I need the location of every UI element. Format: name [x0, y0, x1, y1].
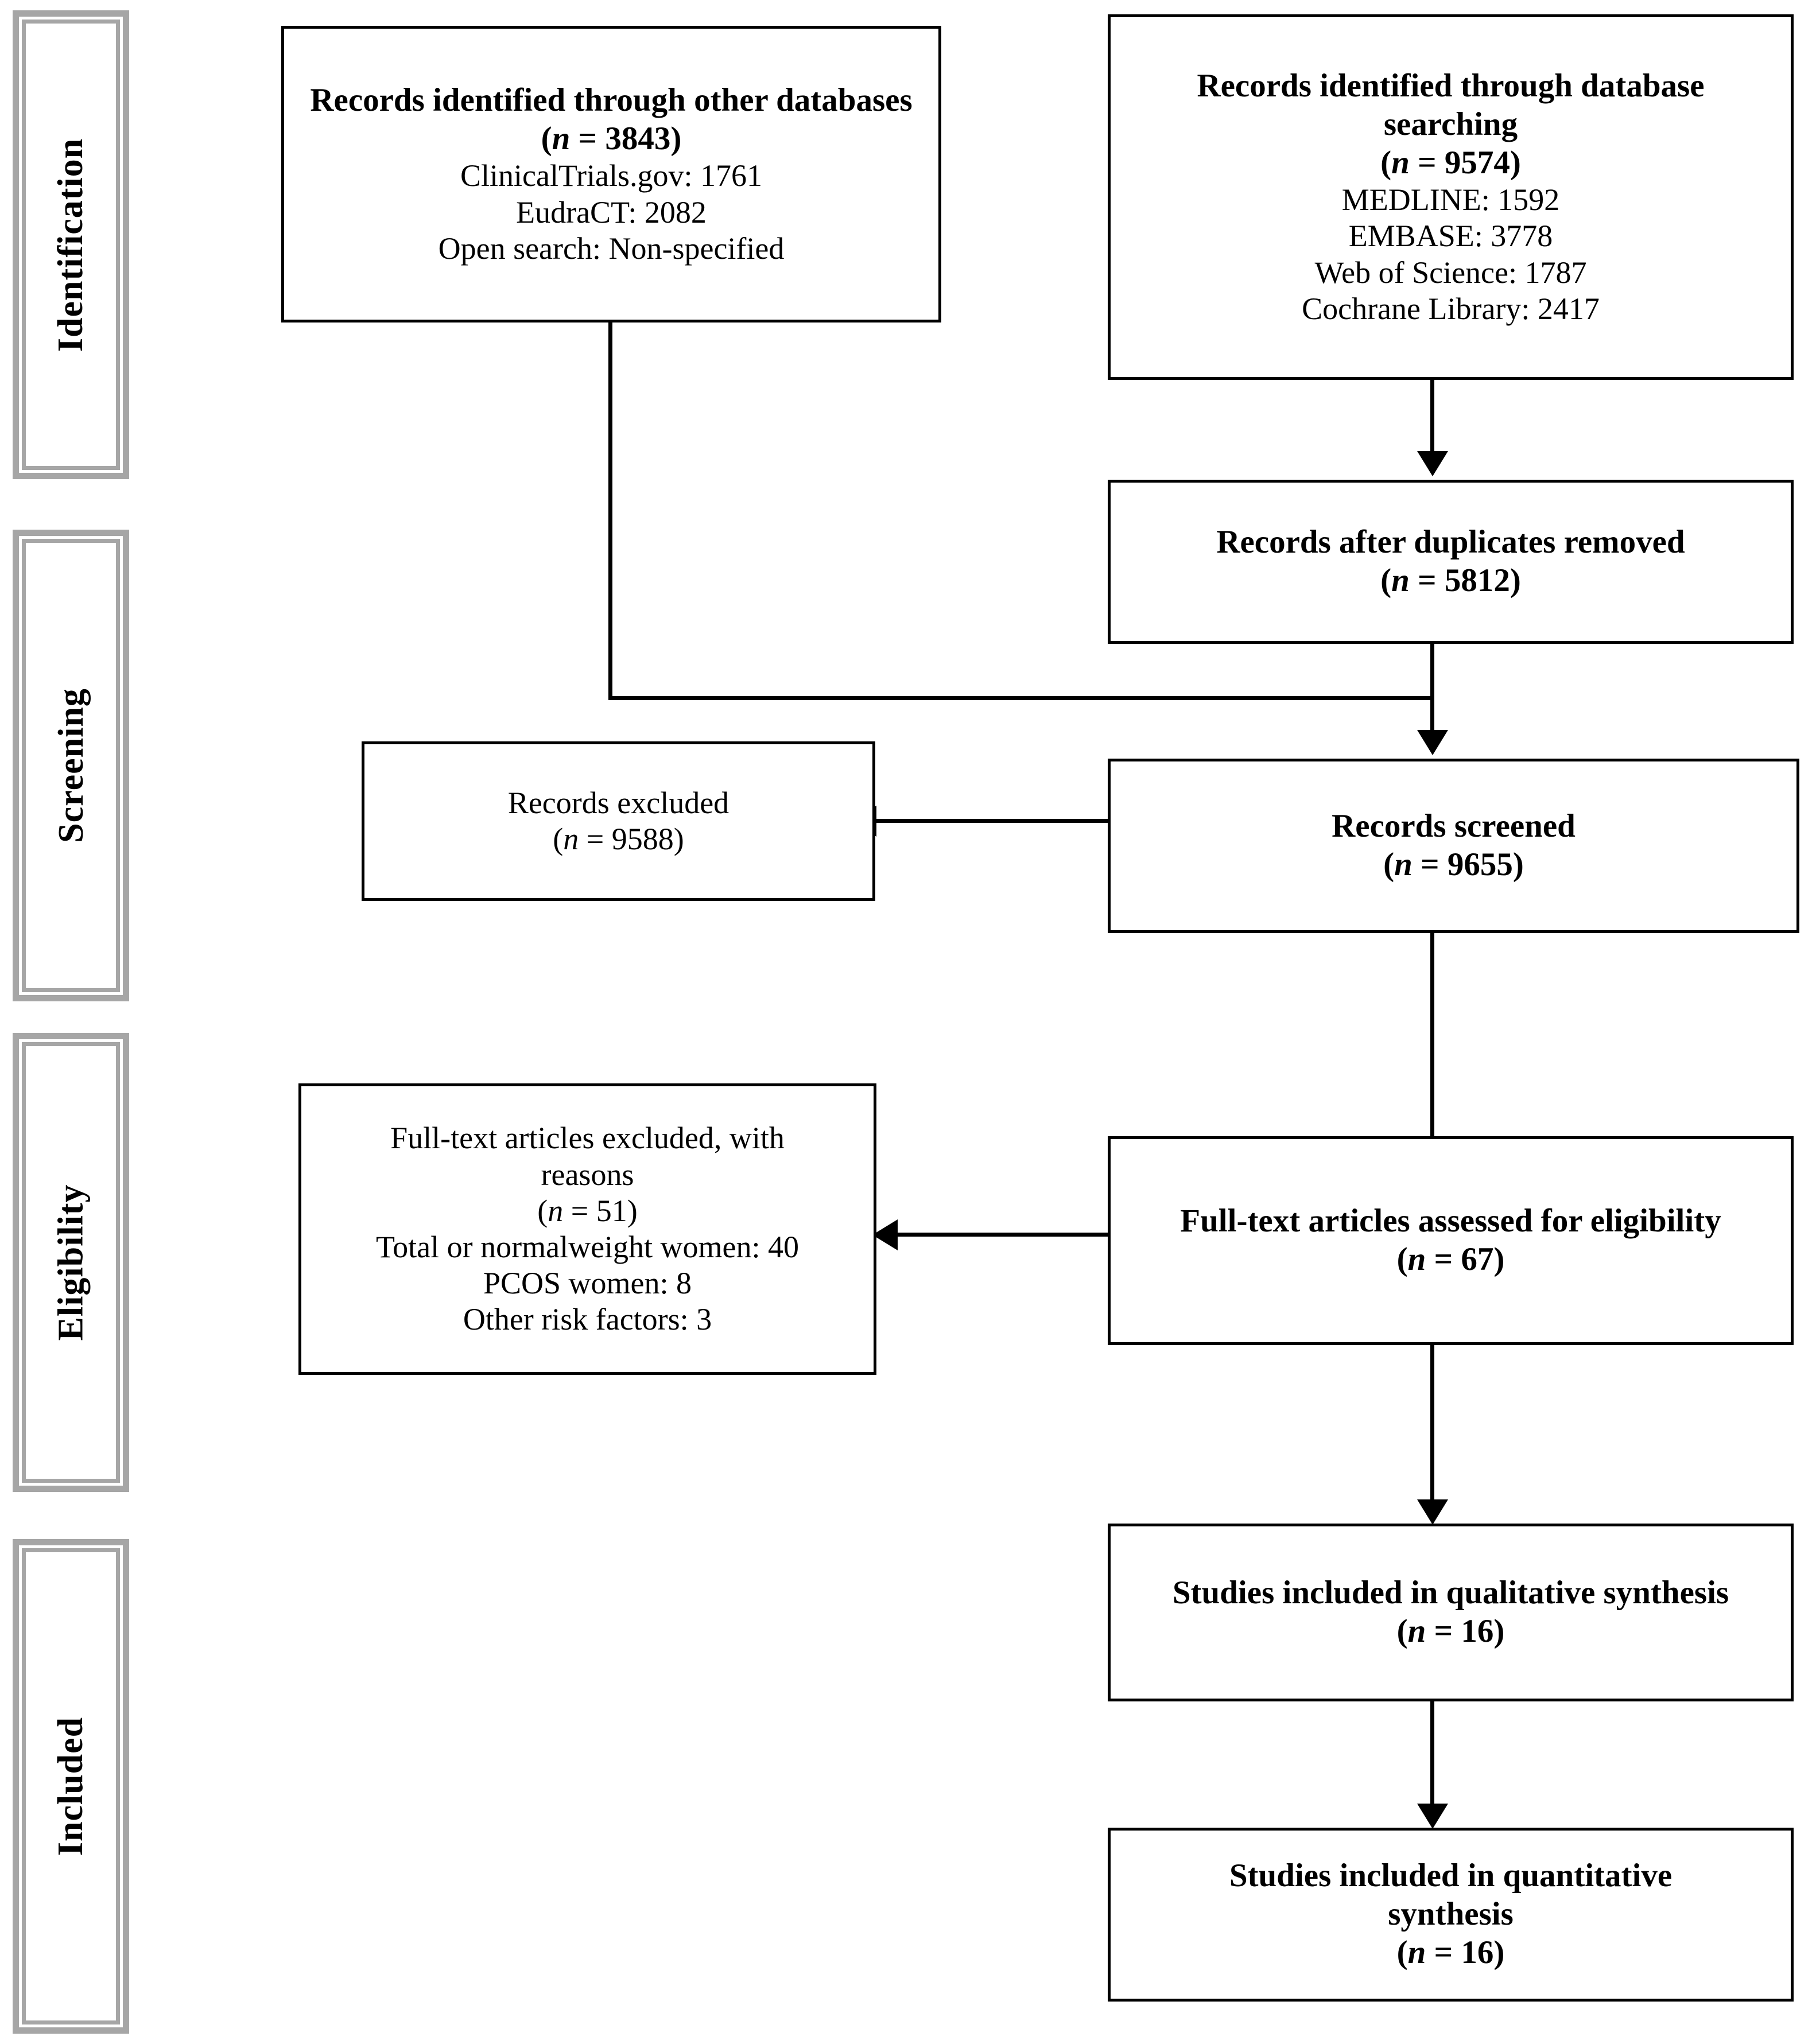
arrow-search-to-duplicates	[1417, 451, 1448, 476]
phase-label-screening: Screening	[13, 530, 129, 1001]
box-duplicates-removed-title: Records after duplicates removed	[1216, 524, 1685, 561]
box-records-screened: Records screened (n = 9655)	[1108, 759, 1799, 933]
box-other-databases-count: (n = 3843)	[541, 120, 682, 157]
box-database-searching-detail-1: EMBASE: 3778	[1348, 219, 1553, 254]
arrow-qualitative-to-quantitative	[1417, 1804, 1448, 1829]
phase-label-eligibility: Eligibility	[13, 1033, 129, 1492]
box-records-after-duplicates-removed: Records after duplicates removed (n = 58…	[1108, 480, 1794, 644]
phase-label-included-text: Included	[51, 1716, 91, 1856]
box-fulltext-assessed-count: (n = 67)	[1396, 1241, 1505, 1277]
box-studies-quantitative-synthesis: Studies included in quantitative synthes…	[1108, 1828, 1794, 2002]
connector-other-db-down	[608, 321, 612, 700]
box-fulltext-assessed-title: Full-text articles assessed for eligibil…	[1180, 1203, 1721, 1239]
box-other-databases-title: Records identified through other databas…	[310, 82, 913, 119]
box-fulltext-excluded-count: (n = 51)	[537, 1193, 638, 1228]
box-quantitative-title-line2: synthesis	[1388, 1896, 1514, 1933]
connector-search-to-duplicates	[1430, 379, 1434, 451]
box-records-other-databases: Records identified through other databas…	[281, 26, 941, 322]
box-fulltext-assessed-for-eligibility: Full-text articles assessed for eligibil…	[1108, 1136, 1794, 1345]
box-fulltext-excluded-title-line1: Full-text articles excluded, with	[390, 1121, 785, 1156]
connector-fulltext-to-qualitative	[1430, 1343, 1434, 1499]
phase-label-identification-text: Identification	[51, 138, 91, 352]
box-database-searching-detail-2: Web of Science: 1787	[1314, 255, 1587, 290]
box-fulltext-excluded-reason-2: Other risk factors: 3	[463, 1302, 712, 1337]
box-database-searching-detail-3: Cochrane Library: 2417	[1302, 291, 1600, 326]
box-database-searching-count: (n = 9574)	[1380, 144, 1521, 181]
arrow-duplicates-to-screened	[1417, 730, 1448, 755]
box-other-databases-detail-1: EudraCT: 2082	[516, 195, 707, 230]
box-database-searching-detail-0: MEDLINE: 1592	[1341, 182, 1560, 217]
box-quantitative-title-line1: Studies included in quantitative	[1229, 1858, 1673, 1894]
box-records-screened-count: (n = 9655)	[1383, 846, 1524, 883]
box-studies-qualitative-synthesis: Studies included in qualitative synthesi…	[1108, 1524, 1794, 1701]
connector-qualitative-to-quantitative	[1430, 1700, 1434, 1804]
box-other-databases-detail-2: Open search: Non-specified	[438, 231, 785, 266]
box-records-screened-title: Records screened	[1332, 808, 1576, 845]
phase-label-eligibility-text: Eligibility	[51, 1184, 91, 1341]
phase-label-included: Included	[13, 1539, 129, 2034]
box-other-databases-detail-0: ClinicalTrials.gov: 1761	[460, 158, 763, 193]
connector-duplicates-to-screened	[1430, 643, 1434, 730]
connector-other-db-right	[608, 696, 1434, 700]
box-fulltext-excluded-reason-0: Total or normalweight women: 40	[375, 1230, 800, 1264]
connector-screened-to-fulltext	[1430, 931, 1434, 1137]
box-duplicates-removed-count: (n = 5812)	[1380, 562, 1521, 599]
box-fulltext-excluded-reason-1: PCOS women: 8	[483, 1266, 692, 1301]
box-fulltext-articles-excluded: Full-text articles excluded, with reason…	[298, 1083, 876, 1375]
box-qualitative-count: (n = 16)	[1396, 1613, 1505, 1649]
box-quantitative-count: (n = 16)	[1396, 1934, 1505, 1971]
phase-label-screening-text: Screening	[51, 688, 91, 843]
box-records-excluded-title: Records excluded	[507, 785, 729, 820]
connector-screened-to-excluded	[875, 819, 1109, 823]
box-records-excluded: Records excluded (n = 9588)	[362, 741, 875, 901]
box-qualitative-title: Studies included in qualitative synthesi…	[1172, 1575, 1729, 1611]
connector-fulltext-to-excluded	[897, 1233, 1109, 1237]
box-database-searching-title-line1: Records identified through database	[1197, 68, 1705, 104]
arrow-fulltext-to-qualitative	[1417, 1499, 1448, 1525]
box-database-searching-title-line2: searching	[1383, 106, 1518, 142]
box-fulltext-excluded-title-line2: reasons	[541, 1157, 634, 1192]
box-records-excluded-count: (n = 9588)	[553, 822, 684, 856]
arrow-fulltext-to-excluded	[872, 1219, 898, 1250]
box-records-database-searching: Records identified through database sear…	[1108, 14, 1794, 380]
phase-label-identification: Identification	[13, 10, 129, 479]
